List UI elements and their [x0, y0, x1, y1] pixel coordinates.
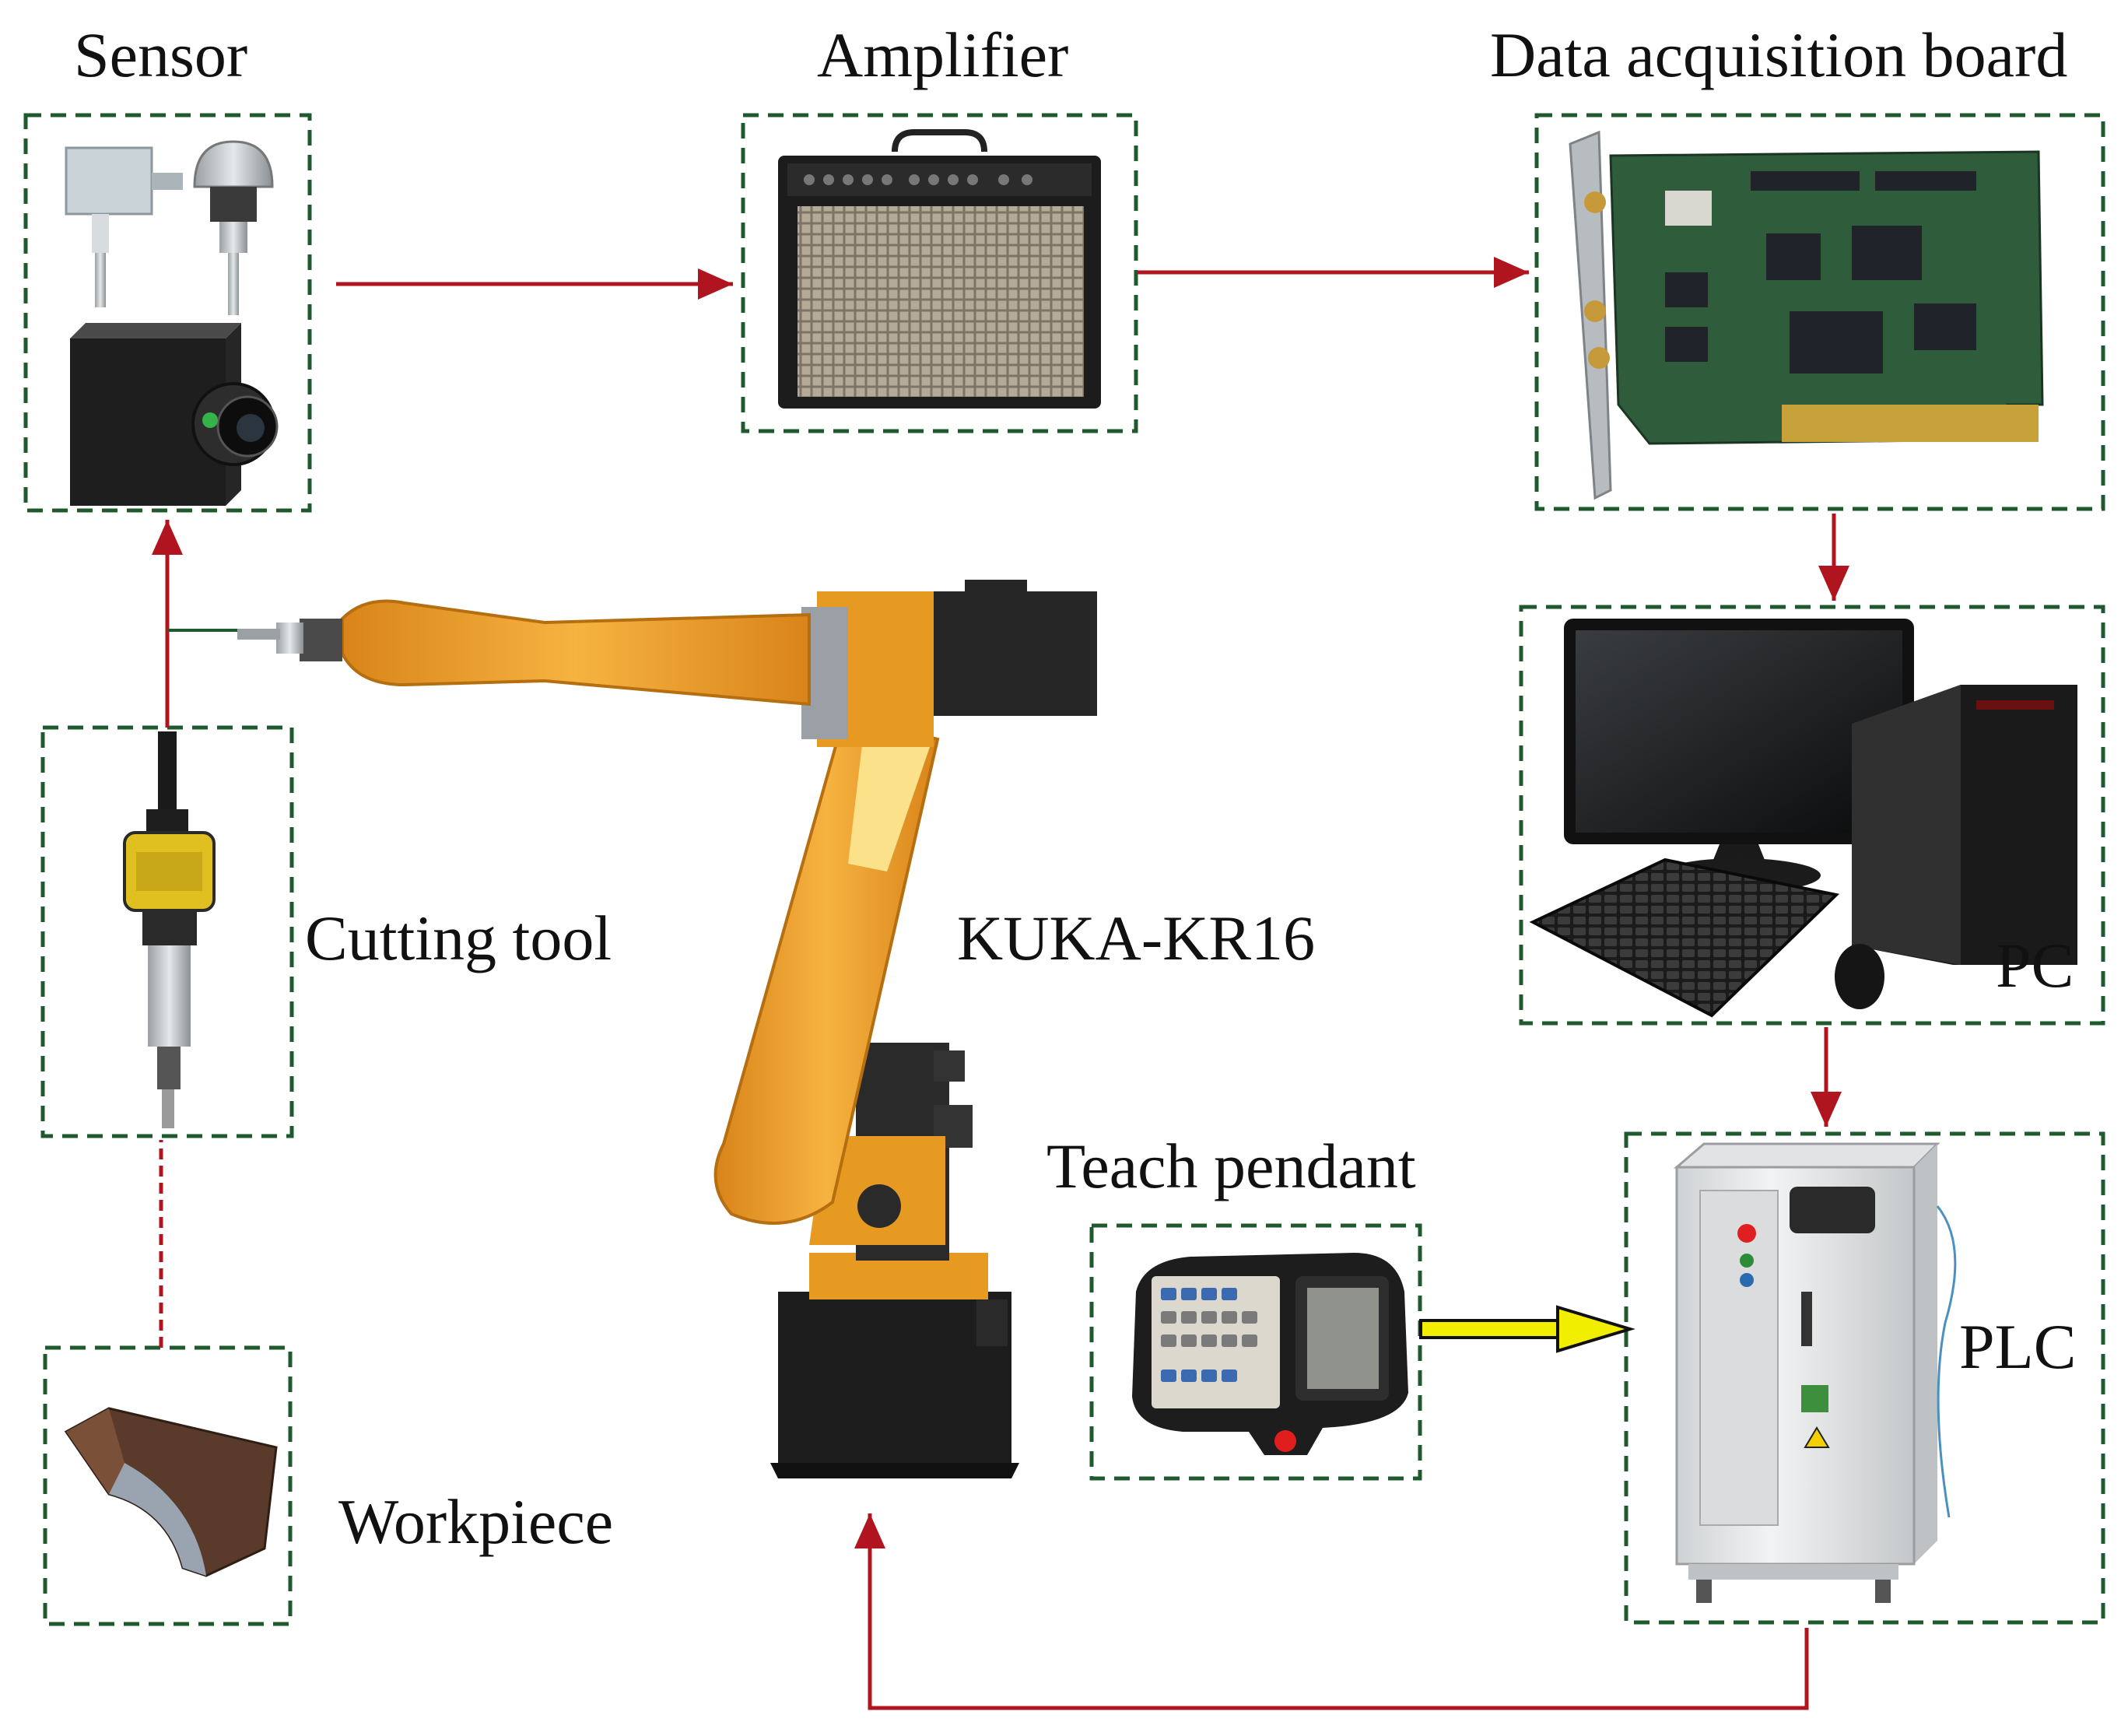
plc-cabinet-icon	[1673, 1142, 1957, 1603]
sensor-icon	[65, 140, 274, 315]
computer-icon	[1529, 619, 2077, 1018]
pc-label: PC	[1996, 930, 2074, 1001]
cutting-tool-icon	[123, 731, 216, 1128]
robot-label: KUKA-KR16	[957, 903, 1316, 973]
arrows	[152, 257, 1849, 1710]
daq-box	[1534, 113, 2105, 511]
plc-label: PLC	[1959, 1311, 2077, 1382]
arrow-plc-to-robot	[854, 1513, 1809, 1710]
amplifier-box	[741, 113, 1138, 433]
plc-box	[1624, 1131, 2105, 1625]
dashed-boxes	[23, 113, 2105, 1626]
teach-pendant-icon	[1132, 1253, 1408, 1455]
sensor-label: Sensor	[74, 19, 248, 90]
workpiece-label: Workpiece	[338, 1486, 614, 1557]
amplifier-label: Amplifier	[817, 19, 1069, 90]
workpiece-box	[43, 1345, 293, 1626]
teach-pendant-label: Teach pendant	[1046, 1131, 1416, 1201]
amplifier-icon	[778, 129, 1101, 409]
robot-arm-icon	[237, 580, 1097, 1478]
cutting-tool-label: Cutting tool	[305, 903, 612, 973]
teach-pendant-box	[1089, 1223, 1422, 1481]
daq-label: Data acquisition board	[1490, 19, 2068, 90]
camera-icon	[70, 323, 279, 506]
circuit-board-icon	[1569, 130, 2044, 500]
sensor-box	[23, 113, 312, 513]
arrow-pendant-to-plc	[1419, 1305, 1635, 1353]
workpiece-icon	[64, 1407, 278, 1577]
